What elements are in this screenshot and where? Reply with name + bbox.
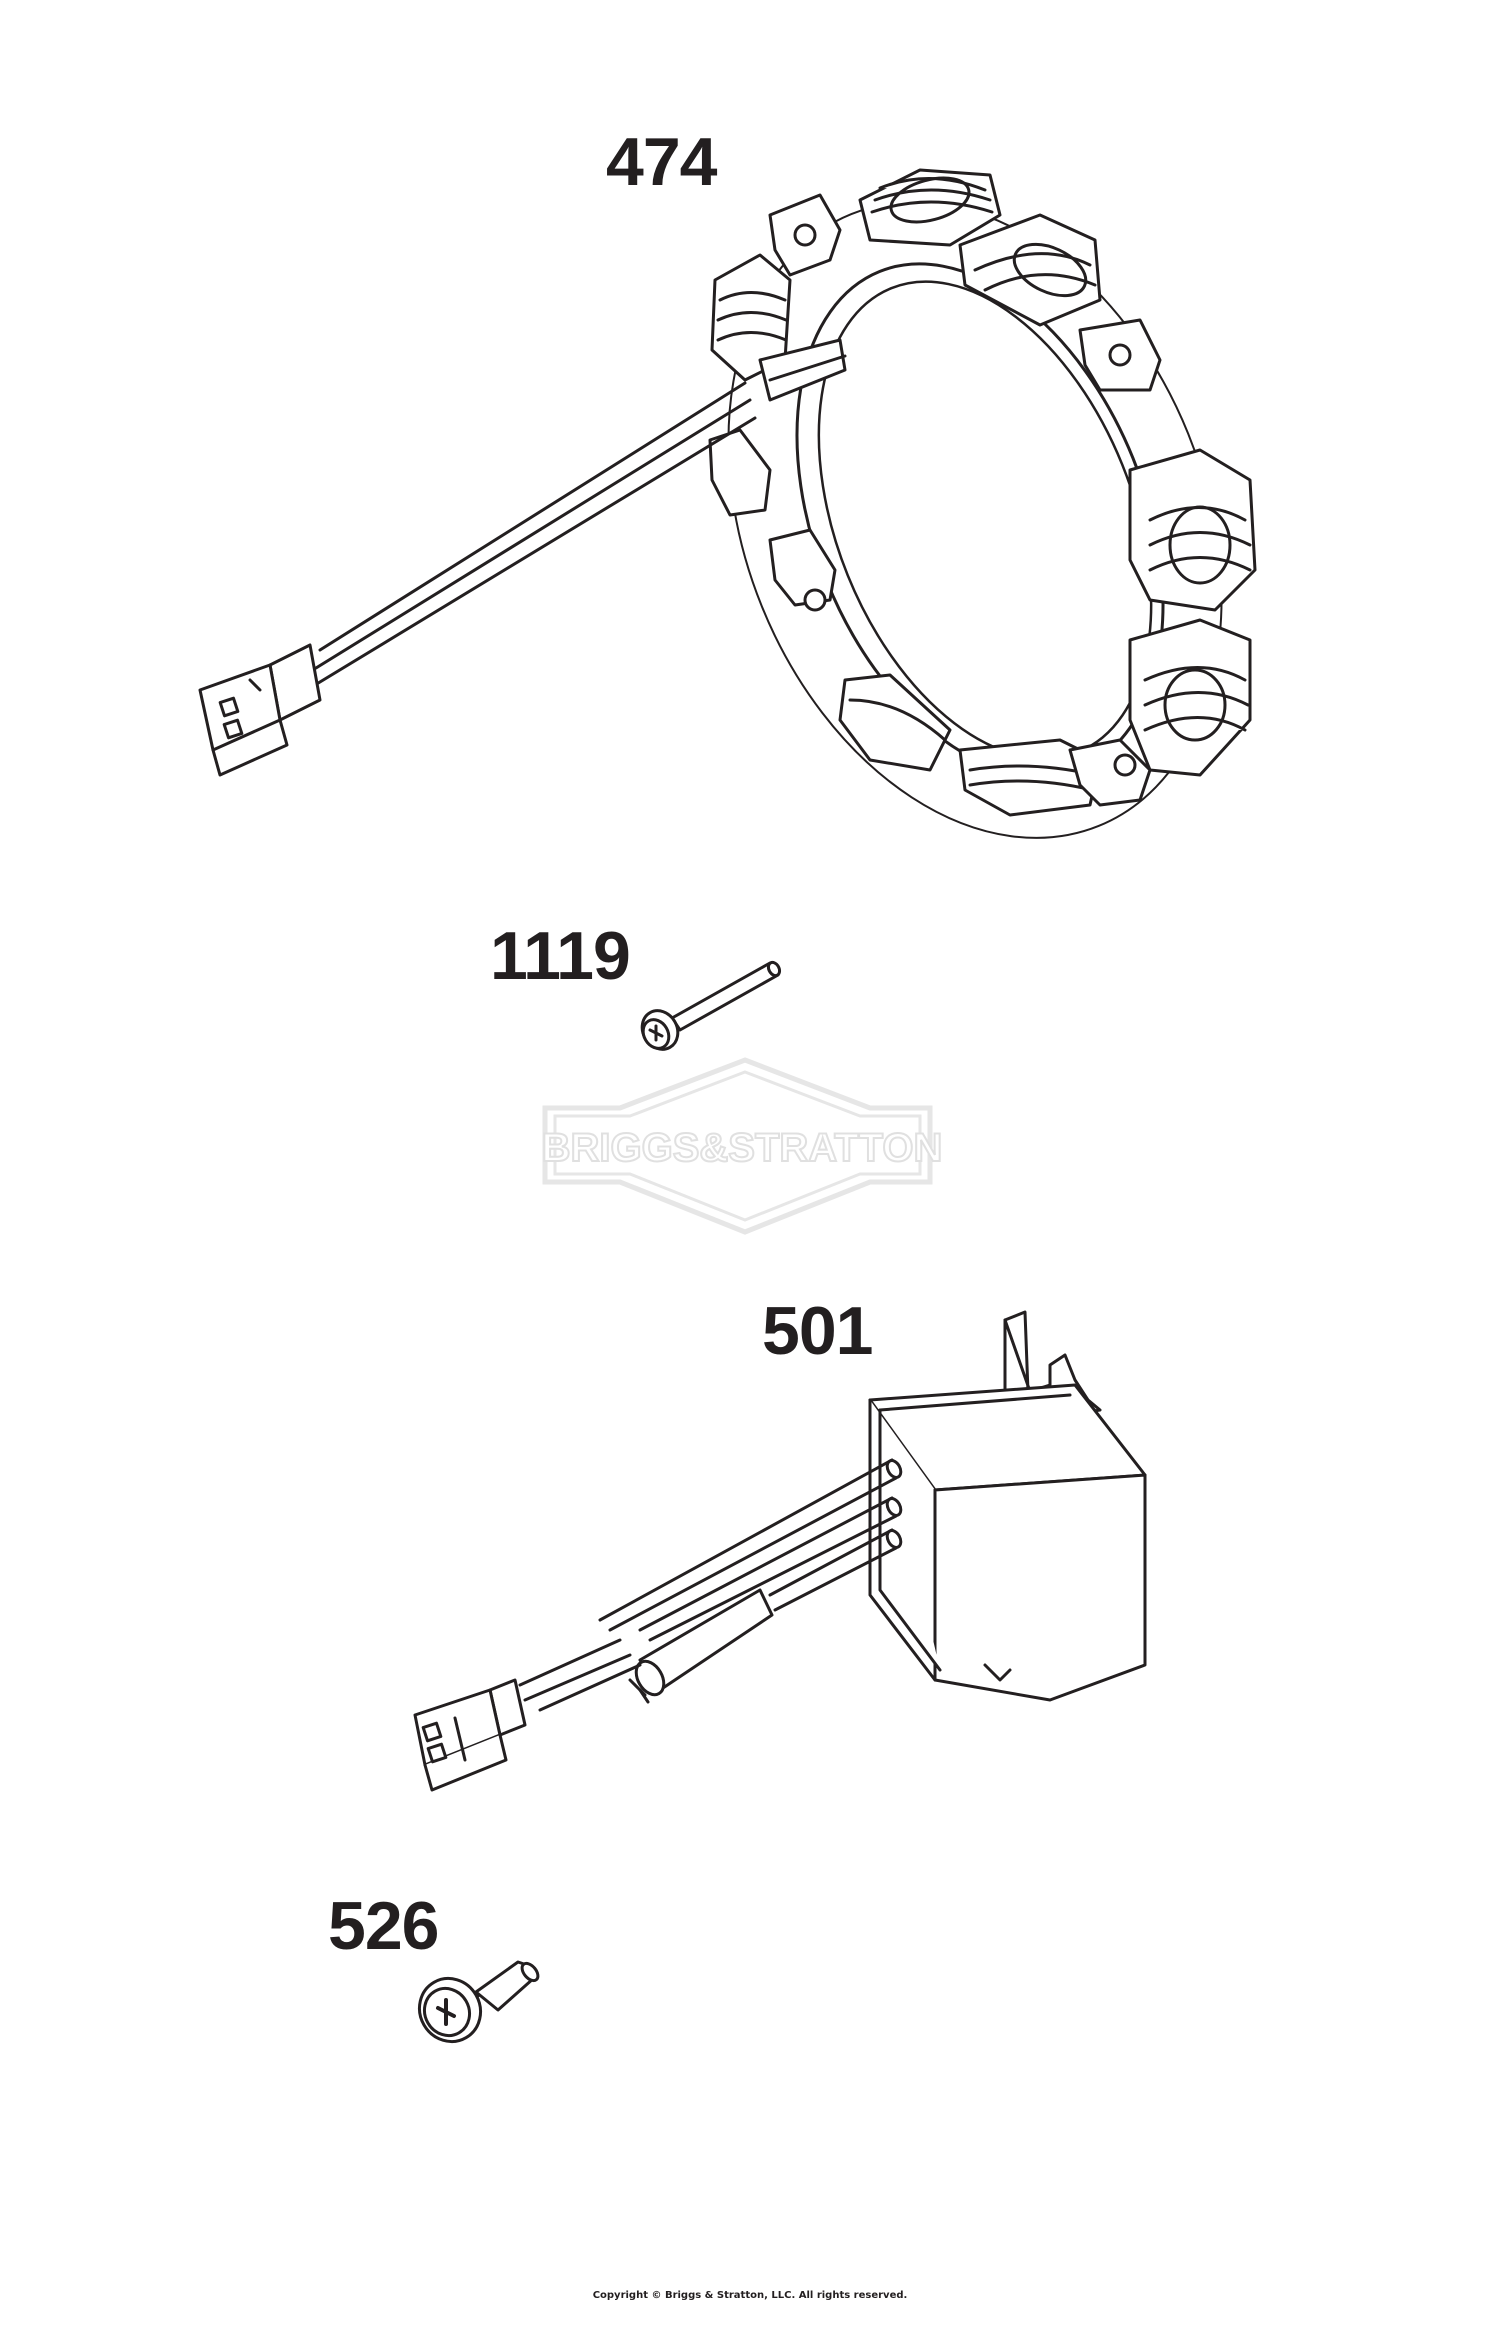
- part-number-526[interactable]: 526: [328, 1888, 439, 1964]
- copyright-footer: Copyright © Briggs & Stratton, LLC. All …: [592, 2290, 908, 2301]
- watermark-text: BRIGGS&STRATTON: [542, 1126, 943, 1170]
- stator-474[interactable]: [198, 128, 1312, 912]
- part-number-501[interactable]: 501: [762, 1293, 873, 1369]
- part-number-474[interactable]: 474: [606, 124, 717, 200]
- screw-526[interactable]: [408, 1960, 541, 2052]
- regulator-501[interactable]: [413, 1310, 1147, 1792]
- part-number-1119[interactable]: 1119: [490, 918, 631, 994]
- bolt-1119[interactable]: [635, 960, 782, 1055]
- watermark-logo: [542, 1057, 933, 1235]
